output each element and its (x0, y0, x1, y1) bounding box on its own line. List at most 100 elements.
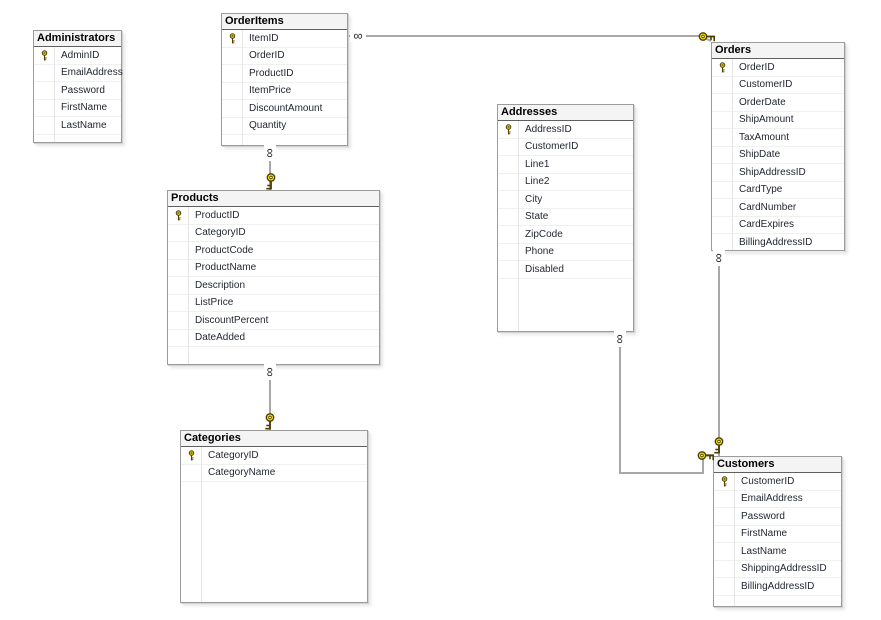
primary-key-icon (714, 476, 734, 487)
table-orderitems[interactable]: OrderItems ItemID OrderID ProductID ItemPri… (221, 13, 348, 146)
table-title[interactable]: Products (168, 191, 379, 207)
table-row[interactable]: LastName (714, 543, 841, 561)
column-name: LastName (741, 545, 787, 557)
table-row[interactable]: LastName (34, 117, 121, 135)
table-row[interactable]: ProductID (168, 207, 379, 225)
column-name: CategoryID (195, 227, 246, 239)
table-row[interactable]: CustomerID (714, 473, 841, 491)
table-row[interactable]: TaxAmount (712, 129, 844, 147)
table-row[interactable]: City (498, 191, 633, 209)
table-row[interactable]: OrderID (222, 48, 347, 65)
table-row[interactable]: FirstName (714, 526, 841, 543)
table-row[interactable]: Phone (498, 244, 633, 261)
table-row[interactable]: FirstName (34, 100, 121, 117)
table-row[interactable]: BillingAddressID (712, 234, 844, 252)
table-row[interactable]: Line2 (498, 174, 633, 191)
column-name: ProductName (195, 262, 257, 274)
table-row[interactable]: ShipAmount (712, 112, 844, 129)
table-title[interactable]: OrderItems (222, 14, 347, 30)
column-name: OrderID (739, 61, 775, 73)
icon-column-divider (54, 47, 55, 142)
table-title[interactable]: Customers (714, 457, 841, 473)
table-row[interactable]: Quantity (222, 118, 347, 135)
table-row[interactable]: Password (34, 82, 121, 100)
column-name: AdminID (61, 49, 100, 61)
column-name: ShippingAddressID (741, 563, 827, 575)
table-categories[interactable]: Categories CategoryID CategoryName (180, 430, 368, 603)
table-row[interactable]: DiscountPercent (168, 312, 379, 330)
column-name: ItemID (249, 32, 279, 44)
table-row[interactable]: Description (168, 277, 379, 295)
table-row[interactable]: AdminID (34, 47, 121, 65)
table-row[interactable]: ProductCode (168, 242, 379, 260)
icon-column-divider (734, 473, 735, 606)
table-title[interactable]: Orders (712, 43, 844, 59)
table-row[interactable]: ZipCode (498, 226, 633, 244)
table-row[interactable]: ProductName (168, 260, 379, 277)
table-row[interactable]: State (498, 209, 633, 226)
table-title[interactable]: Categories (181, 431, 367, 447)
column-name: EmailAddress (741, 493, 803, 505)
table-row[interactable]: CardNumber (712, 199, 844, 217)
icon-column-divider (201, 447, 202, 602)
table-row[interactable]: OrderID (712, 59, 844, 77)
table-row[interactable]: ItemID (222, 30, 347, 48)
table-row[interactable]: CustomerID (498, 139, 633, 156)
column-name: ProductID (249, 67, 294, 79)
column-name: Line1 (525, 158, 550, 170)
table-row[interactable]: EmailAddress (714, 491, 841, 508)
table-row[interactable]: OrderDate (712, 94, 844, 112)
table-row[interactable]: CustomerID (712, 77, 844, 94)
column-name: CategoryName (208, 467, 276, 479)
primary-key-icon (498, 124, 518, 135)
column-name: CardNumber (739, 201, 797, 213)
infinity-icon: ∞ (350, 29, 366, 42)
table-row[interactable]: DiscountAmount (222, 100, 347, 118)
table-row[interactable]: ShipAddressID (712, 164, 844, 182)
table-row[interactable]: ItemPrice (222, 83, 347, 100)
primary-key-icon (222, 33, 242, 44)
column-name: FirstName (61, 102, 108, 114)
column-name: State (525, 211, 549, 223)
table-row[interactable]: Password (714, 508, 841, 526)
table-row[interactable]: DateAdded (168, 330, 379, 347)
column-name: CardType (739, 184, 783, 196)
table-row[interactable]: ShippingAddressID (714, 561, 841, 578)
primary-key-icon (168, 210, 188, 221)
table-row[interactable]: CardExpires (712, 217, 844, 234)
key-icon (714, 437, 725, 455)
table-row[interactable]: CategoryName (181, 465, 367, 482)
table-row[interactable]: CardType (712, 182, 844, 199)
column-name: ShipDate (739, 149, 781, 161)
column-name: Line2 (525, 176, 550, 188)
table-title[interactable]: Addresses (498, 105, 633, 121)
table-row[interactable]: Disabled (498, 261, 633, 279)
column-name: TaxAmount (739, 131, 790, 143)
table-row[interactable]: BillingAddressID (714, 578, 841, 596)
table-title[interactable]: Administrators (34, 31, 121, 47)
column-name: CustomerID (739, 79, 793, 91)
column-name: BillingAddressID (741, 580, 815, 592)
column-name: City (525, 193, 543, 205)
column-name: Disabled (525, 263, 564, 275)
relationship-line-orderitems-orders[interactable] (349, 35, 712, 42)
table-row[interactable]: AddressID (498, 121, 633, 139)
table-row[interactable]: CategoryID (168, 225, 379, 242)
table-row[interactable]: EmailAddress (34, 65, 123, 82)
table-row[interactable]: ShipDate (712, 147, 844, 164)
table-row[interactable]: CategoryID (181, 447, 367, 465)
infinity-icon: ∞ (712, 250, 727, 266)
table-row[interactable]: ListPrice (168, 295, 379, 312)
table-row[interactable]: Line1 (498, 156, 633, 174)
column-name: DateAdded (195, 332, 246, 344)
table-row[interactable]: ProductID (222, 65, 347, 83)
